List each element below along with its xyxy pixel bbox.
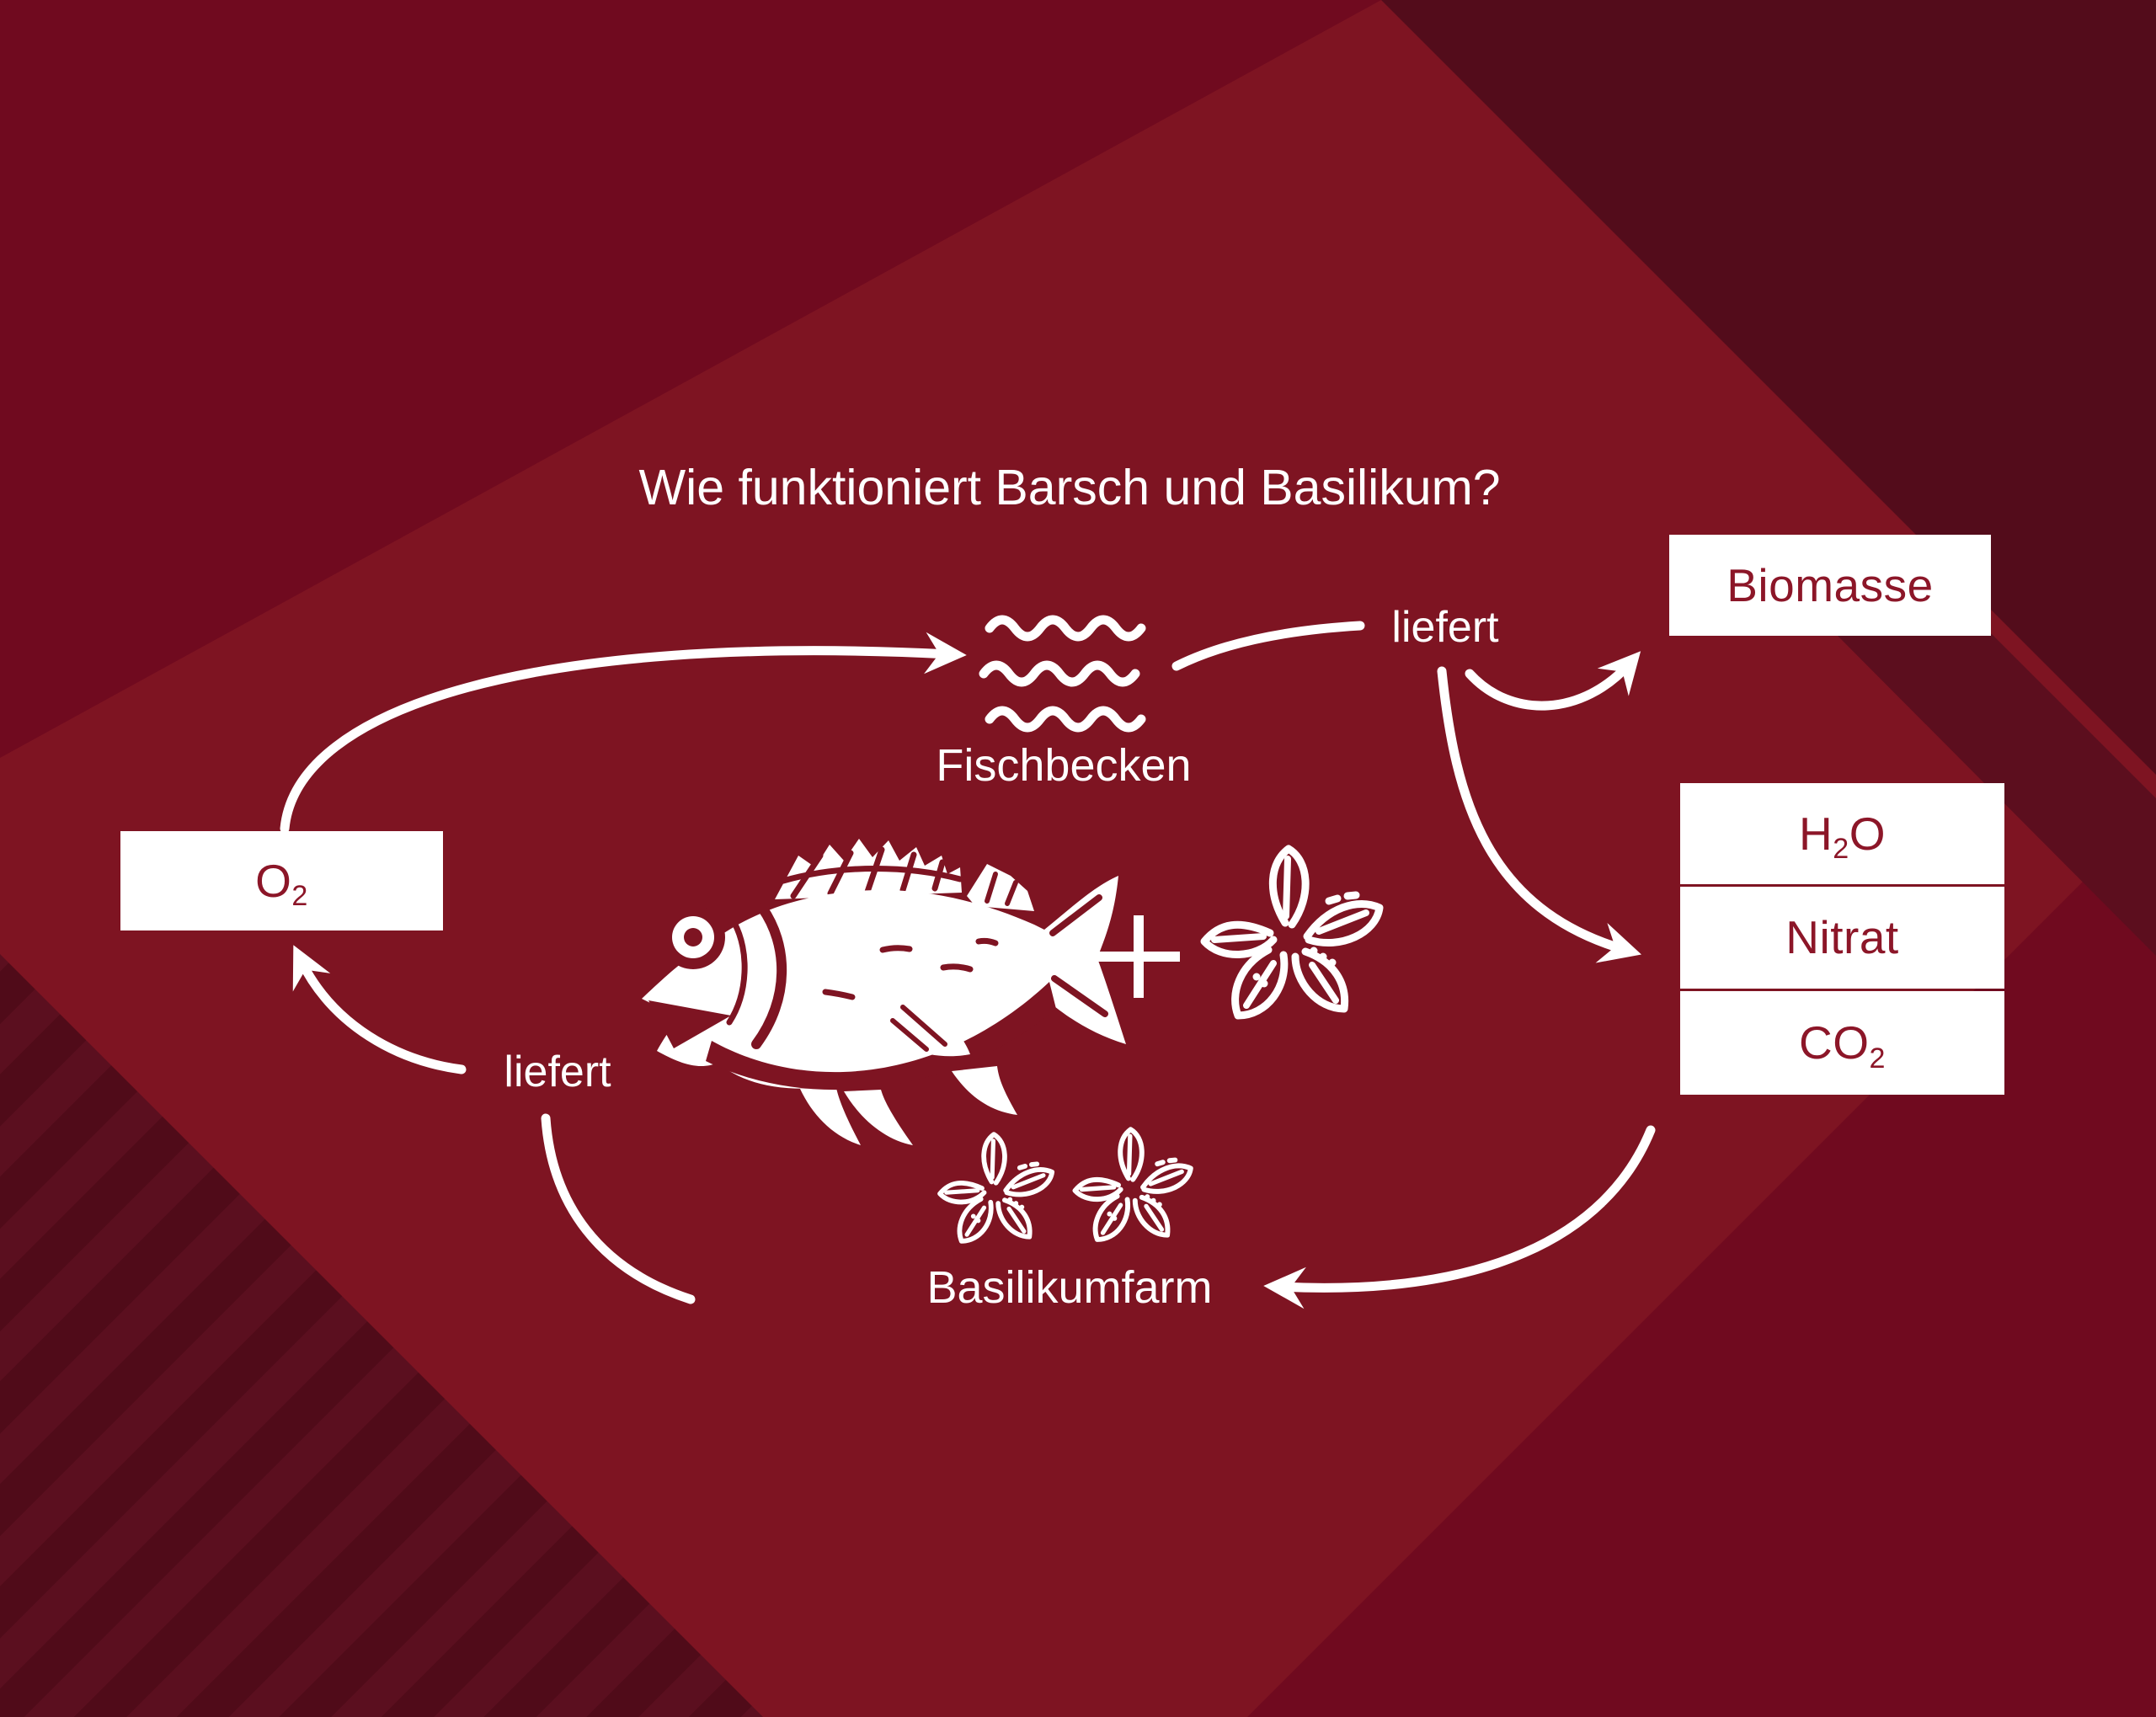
arrow-stack-to-basilikumfarm [1263,1125,1656,1309]
nitrat-label: Nitrat [1785,911,1899,963]
biomasse-box: Biomasse [1669,535,1991,636]
plus-icon [1097,915,1180,998]
arrow-o2-to-fischbecken [280,632,967,834]
arrow-liefert-to-biomasse [1465,651,1641,711]
o2-box: O2 [120,831,443,930]
page-title: Wie funktioniert Barsch und Basilikum? [638,460,1501,515]
h2o-formula: H2O [1799,807,1886,866]
arrow-liefert-to-o2 [292,945,467,1074]
nitrat-box: Nitrat [1680,887,2004,989]
fischbecken-label: Fischbecken [936,740,1192,791]
o2-formula: O2 [255,854,308,913]
basilikumfarm-label: Basilikumfarm [926,1262,1213,1313]
curve-fischbecken-to-liefert [1171,621,1365,671]
basil-icon [1075,1129,1191,1240]
basil-icon [940,1134,1052,1241]
curve-basilikumfarm-to-liefert [541,1113,696,1304]
cycle-arrows [280,621,1656,1309]
biomasse-label: Biomasse [1726,558,1934,611]
arrow-liefert-to-nutrient-stack [1437,666,1642,963]
co2-box: CO2 [1680,991,2004,1095]
liefert-label-top: liefert [1391,603,1499,652]
waves-icon [979,615,1146,733]
basil-icon [1204,849,1380,1016]
co2-formula: CO2 [1799,1016,1886,1074]
fish-icon [642,839,1126,1145]
liefert-label-bottom: liefert [504,1048,611,1096]
h2o-box: H2O [1680,783,2004,884]
